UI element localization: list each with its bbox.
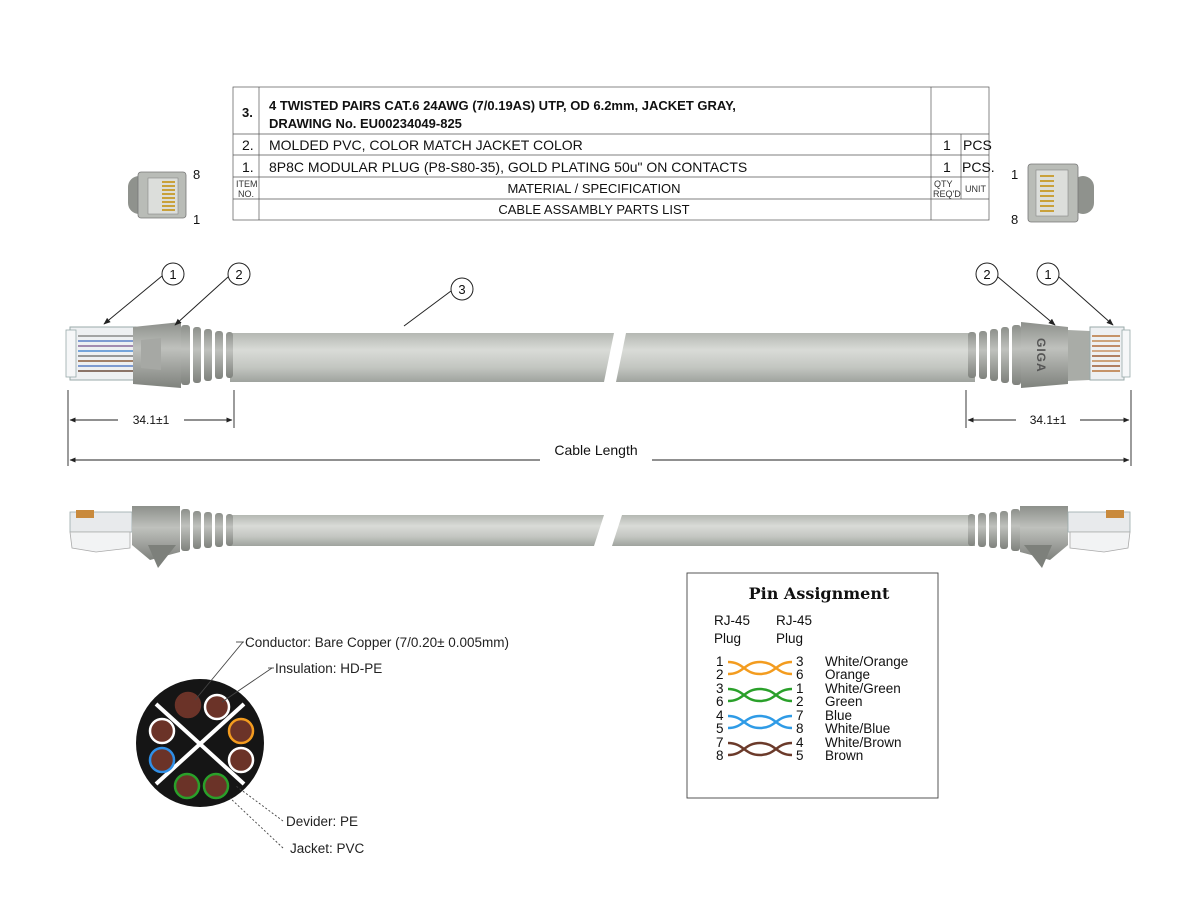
pin-p2-c: 1: [796, 681, 804, 696]
pin-p1-d: 6: [796, 667, 804, 682]
pin-p2-name1: White/Green: [825, 681, 901, 696]
pin-col2-l2: Plug: [776, 631, 803, 646]
callouts: [103, 262, 1114, 327]
pin-p4-a: 7: [716, 735, 724, 750]
boot-marking: GIGA: [1034, 338, 1048, 373]
callout-1-left: 1: [169, 267, 176, 282]
left-plug-end-view: [128, 171, 187, 219]
part-3-spec-line2: DRAWING No. EU00234049-825: [269, 116, 462, 131]
pin-p4-b: 8: [716, 748, 724, 763]
pin-p2-b: 6: [716, 694, 724, 709]
right-plug-pin-bottom: 8: [1011, 212, 1018, 227]
conductor-label: Conductor: Bare Copper (7/0.20± 0.005mm): [245, 635, 509, 650]
pin-p4-c: 4: [796, 735, 804, 750]
header-qty-l2: REQ'D: [933, 189, 961, 199]
left-plug-pin-top: 8: [193, 167, 200, 182]
pin-pair-2: [727, 687, 793, 703]
pin-p4-d: 5: [796, 748, 804, 763]
pin-p1-name2: Orange: [825, 667, 870, 682]
header-item-l2: NO.: [238, 189, 254, 199]
left-plug-dimension: 34.1±1: [133, 413, 170, 427]
pin-p1-b: 2: [716, 667, 724, 682]
table-caption: CABLE ASSAMBLY PARTS LIST: [498, 202, 689, 217]
header-item-l1: ITEM: [236, 179, 258, 189]
callout-3: 3: [458, 282, 465, 297]
cable-cross-section: [136, 679, 264, 807]
pin-col1-l1: RJ-45: [714, 613, 750, 628]
pin-col1-l2: Plug: [714, 631, 741, 646]
part-1-spec: 8P8C MODULAR PLUG (P8-S80-35), GOLD PLAT…: [269, 159, 747, 175]
divider-label: Devider: PE: [286, 814, 358, 829]
callout-2-left: 2: [235, 267, 242, 282]
right-plug-end-view: [1027, 163, 1094, 223]
part-1-number: 1.: [242, 159, 254, 175]
part-2-number: 2.: [242, 137, 254, 153]
cable-length-label: Cable Length: [554, 442, 637, 458]
cable-top-view: [65, 322, 1131, 388]
part-3-number: 3.: [242, 105, 253, 120]
right-plug-dimension: 34.1±1: [1030, 413, 1067, 427]
part-2-unit: PCS: [963, 137, 992, 153]
part-1-qty: 1: [943, 159, 951, 175]
part-1-unit: PCS.: [962, 159, 995, 175]
cross-section-leaders: [194, 641, 284, 849]
pin-p3-b: 5: [716, 721, 724, 736]
pin-p3-d: 8: [796, 721, 804, 736]
pin-p3-name2: White/Blue: [825, 721, 890, 736]
pin-p3-a: 4: [716, 708, 724, 723]
jacket-label: Jacket: PVC: [290, 841, 365, 856]
left-plug-pin-bottom: 1: [193, 212, 200, 227]
pin-p3-c: 7: [796, 708, 804, 723]
header-unit: UNIT: [965, 184, 986, 194]
header-qty-l1: QTY: [934, 179, 953, 189]
pin-p3-name1: Blue: [825, 708, 852, 723]
pin-pair-3: [727, 714, 793, 730]
part-2-qty: 1: [943, 137, 951, 153]
pin-p2-a: 3: [716, 681, 724, 696]
header-spec: MATERIAL / SPECIFICATION: [507, 181, 680, 196]
pin-p4-name2: Brown: [825, 748, 863, 763]
pin-assignment-title: Pin Assignment: [749, 584, 890, 603]
insulation-label: Insulation: HD-PE: [275, 661, 382, 676]
pin-p1-a: 1: [716, 654, 724, 669]
pin-p1-name1: White/Orange: [825, 654, 908, 669]
pin-pair-1: [727, 660, 793, 676]
pin-col2-l1: RJ-45: [776, 613, 812, 628]
cable-side-view: [69, 506, 1131, 568]
part-2-spec: MOLDED PVC, COLOR MATCH JACKET COLOR: [269, 137, 583, 153]
dimension-lines: [67, 390, 1132, 466]
pin-p2-name2: Green: [825, 694, 863, 709]
part-3-spec-line1: 4 TWISTED PAIRS CAT.6 24AWG (7/0.19AS) U…: [269, 98, 736, 113]
pin-pair-4: [727, 741, 793, 757]
pin-p1-c: 3: [796, 654, 804, 669]
parts-list-table: [232, 86, 990, 221]
pin-assignment-box: [686, 572, 939, 799]
callout-1-right: 1: [1044, 267, 1051, 282]
pin-p4-name1: White/Brown: [825, 735, 902, 750]
callout-2-right: 2: [983, 267, 990, 282]
pin-p2-d: 2: [796, 694, 804, 709]
right-plug-pin-top: 1: [1011, 167, 1018, 182]
